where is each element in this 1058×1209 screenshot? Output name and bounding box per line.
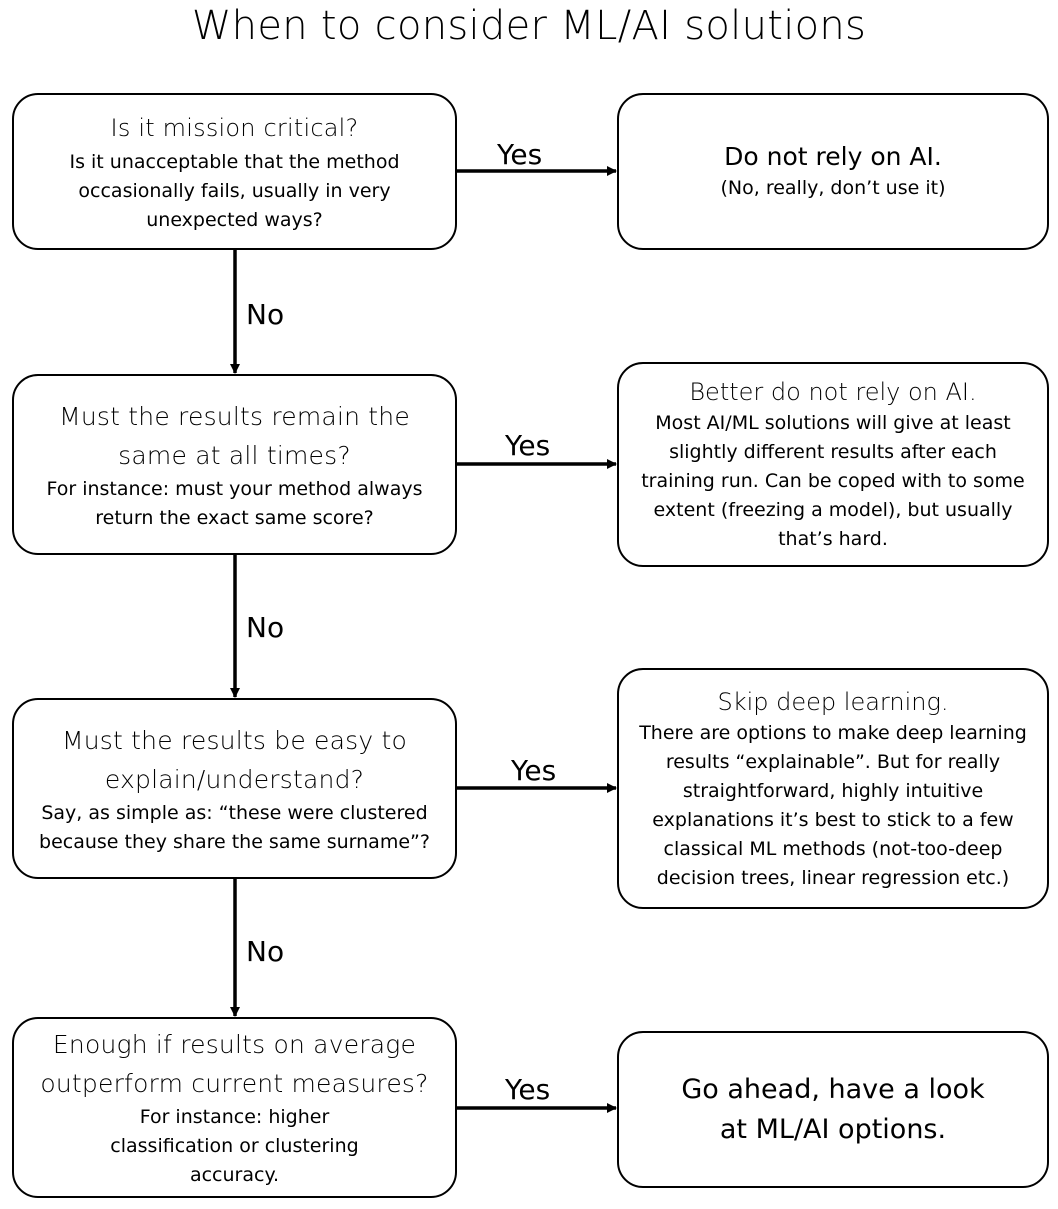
answer-title: Go ahead, have a look at ML/AI options.: [681, 1073, 985, 1145]
no-label-1: No: [246, 298, 285, 331]
question-box-outperform: Enough if results on average outperform …: [12, 1017, 457, 1198]
yes-label-4: Yes: [505, 1073, 551, 1106]
yes-label-2: Yes: [505, 429, 551, 462]
answer-box-do-not-rely: Do not rely on AI. (No, really, don’t us…: [617, 93, 1049, 250]
yes-label-3: Yes: [511, 754, 557, 787]
question-title: Enough if results on average outperform …: [40, 1030, 429, 1098]
no-label-2: No: [246, 611, 285, 644]
question-box-mission-critical: Is it mission critical? Is it unacceptab…: [12, 93, 457, 250]
answer-box-go-ahead: Go ahead, have a look at ML/AI options.: [617, 1031, 1049, 1188]
answer-detail: Most AI/ML solutions will give at least …: [641, 412, 1025, 550]
answer-title: Skip deep learning.: [717, 687, 949, 716]
yes-label-1: Yes: [497, 138, 543, 171]
question-box-same-results: Must the results remain the same at all …: [12, 374, 457, 555]
question-detail: For instance: must your method always re…: [46, 477, 423, 529]
no-label-3: No: [246, 935, 285, 968]
answer-box-better-not-rely: Better do not rely on AI. Most AI/ML sol…: [617, 362, 1049, 567]
answer-detail: There are options to make deep learning …: [639, 721, 1027, 889]
diagram-title: When to consider ML/AI solutions: [191, 3, 867, 49]
question-detail: Say, as simple as: “these were clustered…: [39, 801, 430, 853]
answer-box-skip-deep-learning: Skip deep learning. There are options to…: [617, 668, 1049, 909]
question-title: Must the results remain the same at all …: [59, 401, 410, 470]
question-detail: For instance: higher classification or c…: [110, 1106, 359, 1186]
question-title: Must the results be easy to explain/unde…: [61, 725, 408, 794]
answer-detail: (No, really, don’t use it): [720, 177, 946, 199]
question-detail: Is it unacceptable that the method occas…: [69, 150, 400, 231]
question-box-explainable: Must the results be easy to explain/unde…: [12, 698, 457, 879]
question-title: Is it mission critical?: [110, 113, 359, 142]
answer-title: Better do not rely on AI.: [689, 378, 977, 406]
answer-title: Do not rely on AI.: [724, 142, 942, 171]
